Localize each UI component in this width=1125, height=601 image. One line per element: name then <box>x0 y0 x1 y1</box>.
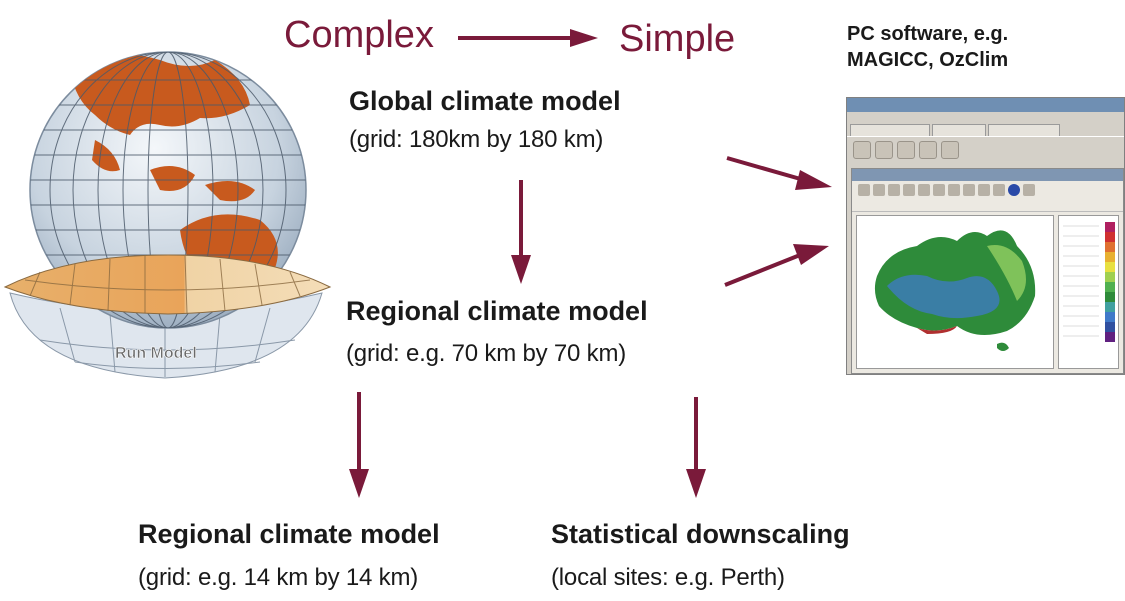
regional-model-title: Regional climate model <box>346 296 648 326</box>
screenshot-toolbar <box>847 136 1124 164</box>
statistical-downscaling-sites: (local sites: e.g. Perth) <box>551 564 785 591</box>
arrow-global-to-pc <box>726 156 832 190</box>
global-model-title: Global climate model <box>349 86 621 116</box>
regional-model-fine-title: Regional climate model <box>138 519 440 549</box>
screenshot-inner-window <box>851 168 1124 374</box>
pc-software-line2: MAGICC, OzClim <box>847 49 1009 71</box>
arrow-regional-to-fine <box>349 392 369 498</box>
statistical-downscaling-title: Statistical downscaling <box>551 519 850 549</box>
pc-software-label: PC software, e.g. MAGICC, OzClim <box>847 21 1008 73</box>
globe-sphere <box>29 51 307 329</box>
run-model-label: Run Model <box>115 345 197 362</box>
screenshot-menubar <box>847 112 1124 124</box>
grid-ring <box>3 254 332 315</box>
map-legend <box>1058 215 1119 369</box>
pc-software-line1: PC software, e.g. <box>847 23 1009 45</box>
arrow-regional-to-statistical <box>686 397 706 498</box>
complex-label: Complex <box>284 14 434 56</box>
australia-map <box>856 215 1054 369</box>
global-model-grid: (grid: 180km by 180 km) <box>349 126 604 153</box>
screenshot-titlebar <box>847 98 1124 112</box>
arrow-global-to-regional <box>511 180 531 284</box>
arrow-complex-to-simple <box>458 29 598 47</box>
arrow-regional-to-pc <box>724 244 829 287</box>
pc-software-screenshot <box>846 97 1125 375</box>
screenshot-tabs <box>847 124 1124 136</box>
simple-label: Simple <box>619 18 736 60</box>
regional-model-fine-grid: (grid: e.g. 14 km by 14 km) <box>138 564 419 591</box>
regional-model-grid: (grid: e.g. 70 km by 70 km) <box>346 340 627 367</box>
